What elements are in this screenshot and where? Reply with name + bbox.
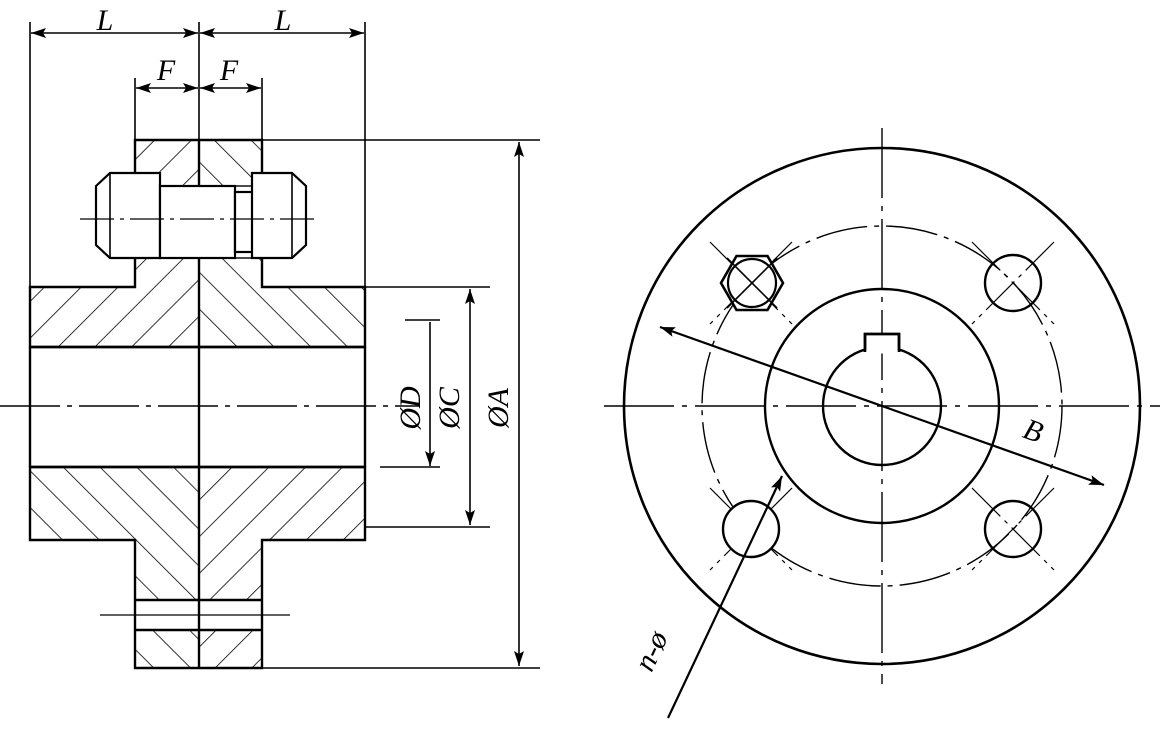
leader-line-n-holes xyxy=(667,475,783,719)
dimension-label-F-right: F xyxy=(219,54,239,87)
bolt-hole-circle xyxy=(983,253,1043,313)
dimension-label-L-right: L xyxy=(274,4,292,37)
bolt-circle-dimension xyxy=(659,325,1105,487)
left-flange-hatch-upper xyxy=(30,287,199,347)
dimension-label-L-left: L xyxy=(96,4,114,37)
left-hub-hatch-lower-b xyxy=(135,630,199,668)
nut-cross-b xyxy=(726,257,778,309)
left-flange-hatch-lower xyxy=(30,467,199,540)
dimension-label-hub-diameter: ØC xyxy=(433,386,466,430)
right-flange-hatch-lower xyxy=(199,467,365,540)
keyway-slot xyxy=(863,332,901,352)
right-flange-hatch-upper xyxy=(199,287,365,347)
dim-line-B xyxy=(659,325,1105,487)
left-hub-hatch-lower-a xyxy=(135,540,199,600)
dimension-F-group xyxy=(134,78,263,150)
bolt-nut-assembly xyxy=(80,171,320,260)
right-hub-hatch-lower-a xyxy=(199,540,262,600)
bolt-hole-bottom-right xyxy=(971,487,1055,571)
bolt-hole-circle xyxy=(983,499,1043,559)
dimension-label-F-left: F xyxy=(156,54,176,87)
nut-thread-circle xyxy=(726,257,778,309)
bolt-hole-circle xyxy=(721,499,781,559)
dimension-label-outer-diameter: ØA xyxy=(482,387,515,429)
bolt-shank xyxy=(158,184,237,260)
diameter-dimensions-group xyxy=(262,139,540,669)
front-view xyxy=(604,128,1160,719)
hex-nut-front-view xyxy=(709,241,793,325)
bolt-head xyxy=(94,171,162,260)
hole-count-leader xyxy=(667,475,783,719)
outer-flange-circle xyxy=(622,146,1142,666)
hex-nut xyxy=(250,171,308,260)
bolt-hole-centerline-b xyxy=(971,241,1055,325)
dimension-L-group xyxy=(29,22,366,300)
dimension-label-bore-diameter: ØD xyxy=(394,386,427,431)
bolt-hole-centerline-b xyxy=(971,487,1055,571)
bolt-hole-top-right xyxy=(971,241,1055,325)
right-hub-hatch-lower-b xyxy=(199,630,262,668)
bolt-hole-bottom-left xyxy=(709,487,793,571)
